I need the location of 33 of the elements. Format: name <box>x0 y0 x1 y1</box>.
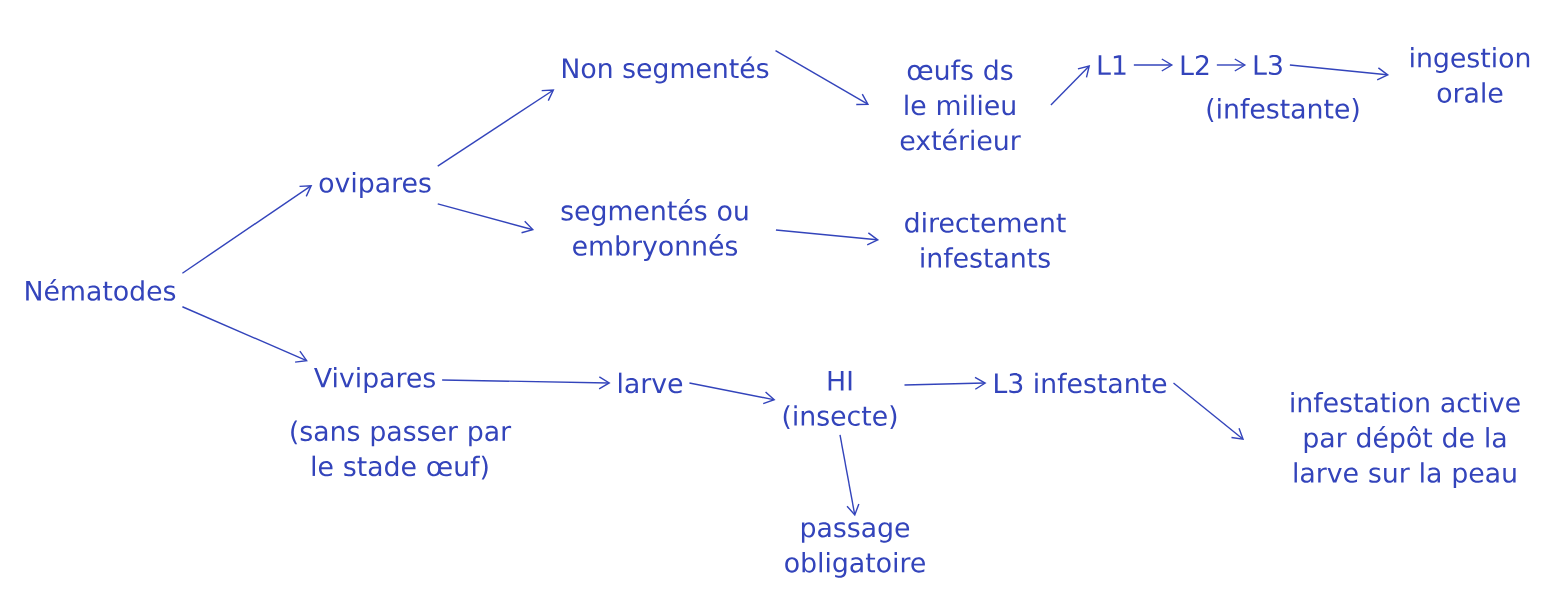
arrow <box>441 376 611 390</box>
label-text: larve <box>619 372 683 394</box>
arrow <box>774 49 870 106</box>
label-text: L3 <box>1254 54 1282 76</box>
arrow <box>688 382 776 405</box>
label-text: HI (insecte) <box>783 370 897 430</box>
arrow <box>775 229 880 246</box>
arrow <box>903 376 987 390</box>
label-text: ovipares <box>319 172 431 198</box>
arrow <box>1050 65 1091 106</box>
label-text: Nématodes <box>26 279 176 301</box>
arrow <box>839 434 860 517</box>
arrow <box>1133 58 1174 72</box>
label-text: œufs ds le milieu extérieur <box>900 59 1021 151</box>
arrow <box>181 185 313 274</box>
label-text: infestation active par dépôt de la larve sur la peau <box>1291 391 1520 489</box>
label-text: Non segmentés <box>563 56 769 84</box>
annotation-text: (sans passer par le stade œuf) <box>291 420 512 480</box>
label-text: L2 <box>1181 55 1209 75</box>
arrow <box>1216 58 1247 72</box>
arrow <box>437 203 535 234</box>
label-text: L3 infestante <box>995 372 1167 394</box>
arrow <box>1172 382 1245 440</box>
label-text: L1 <box>1098 55 1126 75</box>
label-text: ingestion orale <box>1411 47 1530 103</box>
arrow <box>437 89 555 167</box>
label-text: Vivipares <box>314 367 435 393</box>
arrow <box>1289 64 1390 81</box>
label-text: segmentés ou embryonnés <box>561 198 748 261</box>
arrow <box>181 306 308 363</box>
label-text: passage obligatoire <box>785 522 925 578</box>
label-text: directement infestants <box>905 212 1066 268</box>
annotation-text: (infestante) <box>1207 98 1359 122</box>
